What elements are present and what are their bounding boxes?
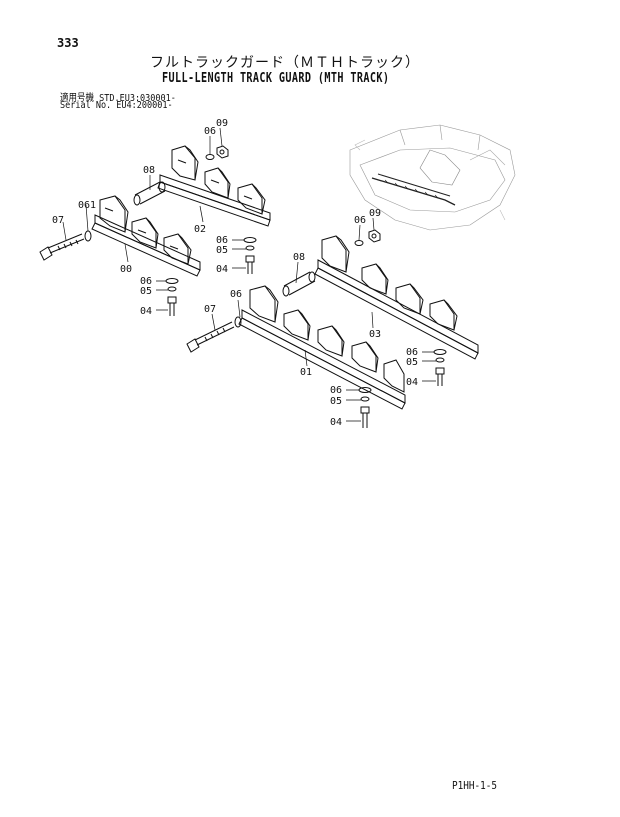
callout-06: 06 bbox=[230, 289, 242, 300]
callout-05: 05 bbox=[216, 245, 228, 256]
locator-sketch bbox=[349, 124, 516, 231]
washer-06-left-top bbox=[205, 154, 215, 160]
callout-061: 061 bbox=[78, 200, 96, 211]
guard-part-02 bbox=[157, 145, 271, 227]
callout-00: 00 bbox=[120, 264, 132, 275]
callout-05: 05 bbox=[406, 357, 418, 368]
callout-labels: 09 06 08 02 061 07 00 06 05 04 06 05 04 … bbox=[52, 118, 418, 428]
title-english: FULL-LENGTH TRACK GUARD (MTH TRACK) bbox=[162, 71, 390, 86]
callout-04: 04 bbox=[330, 417, 342, 428]
washer-06-right-side bbox=[234, 316, 242, 328]
serial-applicability-line: 適用号機 STD.EU3:030001- bbox=[60, 93, 176, 104]
title-japanese: フルトラックガード（ＭＴＨトラック） bbox=[150, 55, 420, 71]
bolt-set-left-low bbox=[165, 278, 179, 316]
serial-number-line: Serial No. EU4:200001- bbox=[60, 100, 173, 111]
footer-code: P1HH-1-5 bbox=[452, 779, 498, 792]
callout-09: 09 bbox=[216, 118, 228, 129]
callout-07: 07 bbox=[204, 304, 216, 315]
spacer-pipe-08 bbox=[133, 181, 166, 206]
callout-04: 04 bbox=[140, 306, 152, 317]
nut-09-right bbox=[368, 229, 381, 243]
bolt-07-left bbox=[39, 233, 85, 261]
callout-07: 07 bbox=[52, 215, 64, 226]
callout-06: 06 bbox=[354, 215, 366, 226]
callout-06: 06 bbox=[406, 347, 418, 358]
leader-lines bbox=[62, 127, 436, 422]
bolt-set-right-a bbox=[433, 349, 447, 386]
spacer-pipe-08-right bbox=[282, 271, 316, 297]
right-track-guard-assembly bbox=[186, 229, 479, 428]
washer-06-right-top bbox=[354, 240, 364, 246]
bolt-set-right-b bbox=[358, 387, 372, 428]
callout-04: 04 bbox=[406, 377, 418, 388]
bolt-set-left-mid bbox=[243, 237, 257, 274]
page-number: 333 bbox=[57, 36, 79, 50]
washer-061-left bbox=[84, 230, 92, 242]
guard-part-01 bbox=[238, 285, 406, 410]
guard-part-00 bbox=[91, 195, 201, 277]
callout-01: 01 bbox=[300, 367, 312, 378]
callout-02: 02 bbox=[194, 224, 206, 235]
callout-09: 09 bbox=[369, 208, 381, 219]
callout-05: 05 bbox=[140, 286, 152, 297]
callout-06: 06 bbox=[140, 276, 152, 287]
bolt-07-right bbox=[186, 321, 235, 353]
nut-09-left bbox=[216, 145, 229, 159]
callout-08: 08 bbox=[143, 165, 155, 176]
callout-06: 06 bbox=[204, 126, 216, 137]
left-track-guard-assembly bbox=[39, 145, 271, 316]
callout-03: 03 bbox=[369, 329, 381, 340]
callout-06: 06 bbox=[330, 385, 342, 396]
callout-04: 04 bbox=[216, 264, 228, 275]
callout-05: 05 bbox=[330, 396, 342, 407]
callout-06: 06 bbox=[216, 235, 228, 246]
guard-part-03 bbox=[314, 235, 479, 360]
callout-08: 08 bbox=[293, 252, 305, 263]
